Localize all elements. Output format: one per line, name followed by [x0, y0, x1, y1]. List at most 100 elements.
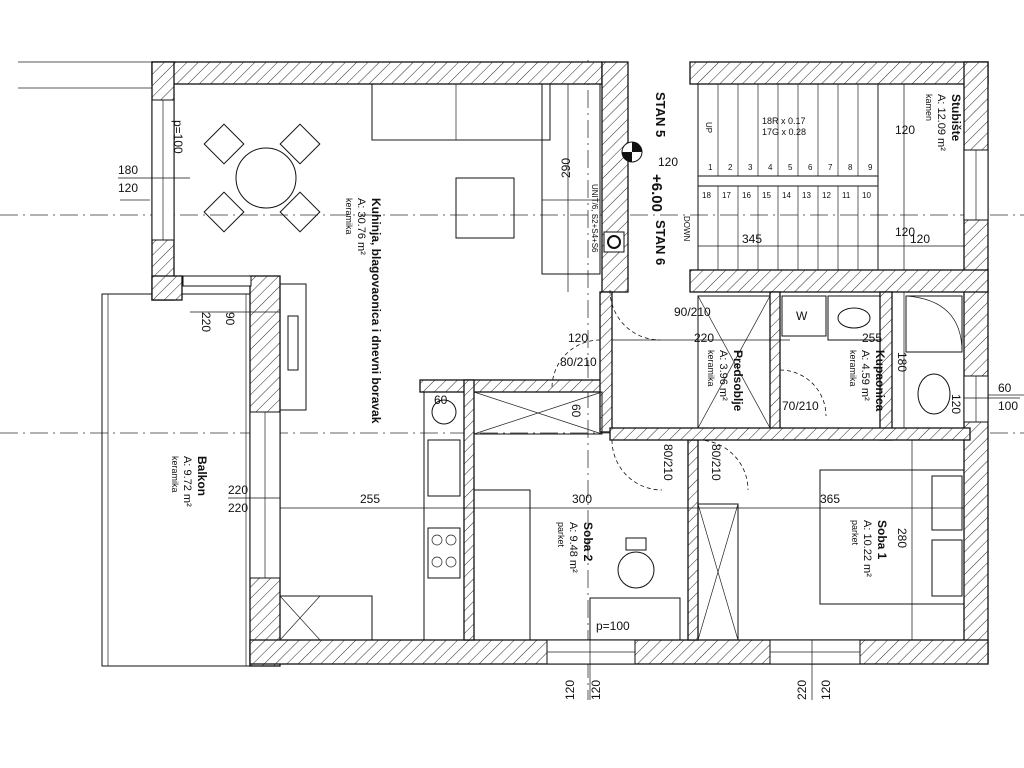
- room-floor: parket: [556, 522, 566, 548]
- stair-step-number: 10: [862, 191, 871, 200]
- dim-220-balk-a: 220: [228, 483, 248, 497]
- room-name: Kupaonica: [873, 350, 887, 412]
- door-80-210-c: 80/210: [709, 444, 723, 481]
- riser-spec: 18R x 0.17: [762, 116, 806, 126]
- stair-up-label: UP: [704, 122, 713, 133]
- door-80-210-a: 80/210: [560, 355, 597, 369]
- dim-280: 280: [895, 528, 909, 548]
- dim-100-right: 100: [998, 399, 1018, 413]
- stair-step-number: 4: [768, 163, 773, 172]
- stair-step-number: 1: [708, 163, 713, 172]
- stair-step-number: 5: [788, 163, 793, 172]
- room-area: A: 3.96 m²: [717, 350, 729, 401]
- room-name: Balkon: [195, 456, 209, 496]
- dim-220-hall: 220: [694, 331, 714, 345]
- stan-6-label: STAN 6: [653, 220, 668, 265]
- room-label-soba2: Soba 2 A: 9.48 m² parket: [556, 522, 595, 573]
- dim-120-bottom-c: 120: [819, 680, 833, 700]
- dimension-lines: [118, 84, 1020, 700]
- bathroom-furniture: [697, 295, 963, 429]
- dimension-labels: 180 120 p=100 220 90 290 120 345 120 120…: [118, 120, 1018, 700]
- bedroom-furniture: [473, 469, 965, 641]
- stair-step-number: 12: [822, 191, 831, 200]
- room-area: A: 9.48 m²: [567, 522, 579, 573]
- room-name: Soba 2: [581, 522, 595, 562]
- dim-120-hall: 120: [568, 331, 588, 345]
- level-marker: [603, 141, 643, 253]
- room-floor: keramika: [848, 350, 858, 387]
- dim-120-stair-b: 120: [895, 225, 915, 239]
- stair-step-number: 3: [748, 163, 753, 172]
- dim-255: 255: [360, 492, 380, 506]
- door-80-210-b: 80/210: [661, 444, 675, 481]
- door-swings: [551, 289, 827, 491]
- stair-step-number: 18: [702, 191, 711, 200]
- room-area: A: 10.22 m²: [861, 520, 873, 577]
- stan-5-label: STAN 5: [653, 92, 668, 137]
- dim-220-left: 220: [199, 312, 213, 332]
- dim-120-stair-a: 120: [895, 123, 915, 137]
- stair-down-label: DOWN: [682, 216, 691, 242]
- room-area: A: 30.76 m²: [355, 198, 367, 255]
- stair-step-number: 11: [842, 191, 851, 200]
- tread-spec: 17G x 0.28: [762, 127, 806, 137]
- washer-label: W: [796, 309, 808, 323]
- room-label-kuhinja: Kuhinja, blagovaonica i dnevni boravak A…: [344, 198, 383, 424]
- stair-step-number: 8: [848, 163, 853, 172]
- room-area: A: 12.09 m²: [935, 94, 947, 151]
- stair-step-number: 14: [782, 191, 791, 200]
- kitchen-furniture: [203, 83, 603, 641]
- door-90-210: 90/210: [674, 305, 711, 319]
- stair-step-number: 15: [762, 191, 771, 200]
- dim-120-bottom-a: 120: [563, 680, 577, 700]
- stair-step-number: 13: [802, 191, 811, 200]
- stair-step-number: 6: [808, 163, 813, 172]
- room-area: A: 9.72 m²: [181, 456, 193, 507]
- room-floor: keramika: [170, 456, 180, 493]
- stair-labels: STAN 5 +6.00 STAN 6 18R x 0.17 17G x 0.2…: [590, 92, 806, 265]
- room-label-kupaonica: Kupaonica A: 4.59 m² keramika: [848, 350, 887, 412]
- dim-120-level: 120: [658, 155, 678, 169]
- room-name: Soba 1: [875, 520, 889, 560]
- dim-p120-wc: 120: [949, 394, 963, 414]
- stair-step-number: 16: [742, 191, 751, 200]
- dim-290: 290: [559, 158, 573, 178]
- room-label-stubiste: Stubište A: 12.09 m² kamen: [924, 94, 963, 151]
- dim-60-right: 60: [998, 381, 1012, 395]
- dim-120: 120: [118, 181, 138, 195]
- stair-step-number: 9: [868, 163, 873, 172]
- stair-step-number: 17: [722, 191, 731, 200]
- stair-step-number: 2: [728, 163, 733, 172]
- installation-label: UNIT/6, S2+S4+S6: [590, 184, 599, 253]
- dim-60-counter: 60: [569, 404, 583, 418]
- windows: [151, 99, 989, 665]
- room-floor: keramika: [706, 350, 716, 387]
- dim-p100-left: p=100: [171, 120, 185, 154]
- dim-220-bottom: 220: [795, 680, 809, 700]
- room-floor: keramika: [344, 198, 354, 235]
- room-name: Kuhinja, blagovaonica i dnevni boravak: [369, 198, 383, 424]
- room-label-predsoblje: Predsoblje A: 3.96 m² keramika: [706, 350, 745, 412]
- room-floor: parket: [850, 520, 860, 546]
- room-label-soba1: Soba 1 A: 10.22 m² parket: [850, 520, 889, 577]
- dim-255-bath: 255: [862, 331, 882, 345]
- dim-180-bath: 180: [895, 352, 909, 372]
- dim-345: 345: [742, 232, 762, 246]
- dim-120-stair-c: 120: [910, 232, 930, 246]
- level-label: +6.00: [648, 174, 665, 212]
- room-name: Stubište: [949, 94, 963, 142]
- dim-120-bottom-b: 120: [589, 680, 603, 700]
- door-70-210: 70/210: [782, 399, 819, 413]
- dim-180: 180: [118, 163, 138, 177]
- dim-365: 365: [820, 492, 840, 506]
- room-floor: kamen: [924, 94, 934, 121]
- dim-300: 300: [572, 492, 592, 506]
- room-area: A: 4.59 m²: [859, 350, 871, 401]
- room-name: Predsoblje: [731, 350, 745, 412]
- dim-60-kitchen: 60: [434, 393, 448, 407]
- room-label-balkon: Balkon A: 9.72 m² keramika: [170, 456, 209, 507]
- dim-p100-desk: p=100: [596, 619, 630, 633]
- stair-step-number: 7: [828, 163, 833, 172]
